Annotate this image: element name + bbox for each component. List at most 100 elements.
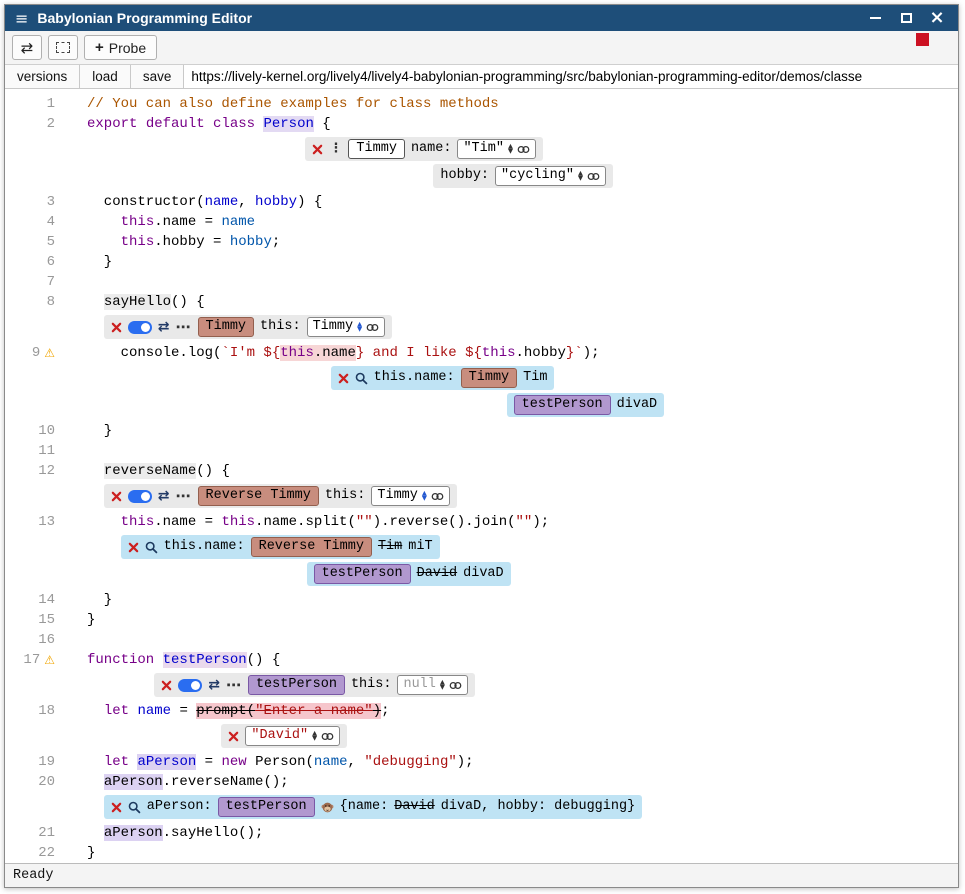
load-button[interactable]: load	[80, 65, 131, 88]
drag-handle-icon[interactable]: ⋮	[329, 139, 342, 159]
code-line[interactable]: this.name = this.name.split("").reverse(…	[65, 512, 958, 532]
close-button[interactable]: ×	[930, 11, 944, 26]
instance-widget[interactable]: ⇄⋯Timmythis:Timmy▲▼	[104, 315, 958, 339]
line-number[interactable]: 21	[38, 823, 55, 843]
stepper-icon[interactable]: ▲▼	[578, 171, 583, 182]
line-number[interactable]: 14	[38, 590, 55, 610]
code-line[interactable]: // You can also define examples for clas…	[65, 94, 958, 114]
code-line[interactable]: reverseName() {	[65, 461, 958, 481]
code-line[interactable]: export default class Person {	[65, 114, 958, 134]
link-icon[interactable]	[449, 681, 462, 690]
swap-connections-button[interactable]: ⇄	[12, 35, 42, 60]
example-badge[interactable]: Reverse Timmy	[198, 486, 319, 506]
code-line[interactable]: console.log(`I'm ${this.name} and I like…	[65, 343, 958, 363]
stepper-icon[interactable]: ▲▼	[440, 680, 445, 691]
link-icon[interactable]	[517, 145, 530, 154]
maximize-button[interactable]	[899, 11, 913, 26]
this-select[interactable]: null▲▼	[397, 675, 467, 695]
link-icon[interactable]	[321, 732, 334, 741]
link-icon[interactable]	[431, 492, 444, 501]
code-line[interactable]: sayHello() {	[65, 292, 958, 312]
line-number[interactable]: 18	[38, 701, 55, 721]
line-number[interactable]: 10	[38, 421, 55, 441]
titlebar[interactable]: ≡ Babylonian Programming Editor ×	[5, 5, 958, 31]
url-field[interactable]: https://lively-kernel.org/lively4/lively…	[184, 65, 958, 88]
line-number[interactable]: 12	[38, 461, 55, 481]
code-line[interactable]: ⇄⋯testPersonthis:null▲▼	[65, 670, 958, 701]
delete-icon[interactable]	[161, 680, 172, 691]
value-input[interactable]: "David"▲▼	[245, 726, 340, 746]
delete-icon[interactable]	[111, 491, 122, 502]
code-line[interactable]: ⇄⋯Reverse Timmythis:Timmy▲▼	[65, 481, 958, 512]
swap-icon[interactable]: ⇄	[158, 486, 170, 506]
code-line[interactable]: aPerson.sayHello();	[65, 823, 958, 843]
line-number[interactable]: 20	[38, 772, 55, 792]
code-line[interactable]: function testPerson() {	[65, 650, 958, 670]
code-line[interactable]: ⇄⋯Timmythis:Timmy▲▼	[65, 312, 958, 343]
example-badge[interactable]: testPerson	[314, 564, 411, 584]
probe-widget[interactable]: this.name:Reverse TimmyTimmiTtestPersonD…	[121, 535, 958, 586]
delete-icon[interactable]	[228, 731, 239, 742]
line-number[interactable]: 13	[38, 512, 55, 532]
link-icon[interactable]	[366, 323, 379, 332]
this-select[interactable]: Timmy▲▼	[371, 486, 450, 506]
example-badge[interactable]: testPerson	[248, 675, 345, 695]
example-badge[interactable]: testPerson	[514, 395, 611, 415]
code-line[interactable]: }	[65, 843, 958, 863]
code-line[interactable]: }	[65, 252, 958, 272]
replacement-widget[interactable]: "David"▲▼	[221, 724, 958, 748]
swap-icon[interactable]: ⇄	[208, 675, 220, 695]
code-line[interactable]: let name = prompt("Enter a name");	[65, 701, 958, 721]
versions-button[interactable]: versions	[5, 65, 80, 88]
toggle-on-icon[interactable]	[128, 321, 152, 334]
delete-icon[interactable]	[128, 542, 139, 553]
code-line[interactable]: this.name = name	[65, 212, 958, 232]
code-editor[interactable]: 1 // You can also define examples for cla…	[5, 89, 958, 863]
line-number[interactable]: 19	[38, 752, 55, 772]
code-line[interactable]: constructor(name, hobby) {	[65, 192, 958, 212]
line-number[interactable]: 8	[47, 292, 55, 312]
line-number[interactable]: 16	[38, 630, 55, 650]
probe-widget[interactable]: aPerson:testPerson{name:DaviddivaD, hobb…	[104, 795, 958, 819]
instance-widget[interactable]: ⇄⋯Reverse Timmythis:Timmy▲▼	[104, 484, 958, 508]
toggle-on-icon[interactable]	[128, 490, 152, 503]
line-number[interactable]: 7	[47, 272, 55, 292]
instance-widget[interactable]: ⇄⋯testPersonthis:null▲▼	[154, 673, 958, 697]
line-number[interactable]: 6	[47, 252, 55, 272]
code-line[interactable]	[65, 441, 958, 461]
line-number[interactable]: 2	[47, 114, 55, 134]
menu-icon[interactable]: ≡	[15, 9, 28, 28]
example-badge[interactable]: Timmy	[461, 368, 518, 388]
stepper-icon[interactable]: ▲▼	[312, 731, 317, 742]
delete-icon[interactable]	[111, 802, 122, 813]
delete-icon[interactable]	[111, 322, 122, 333]
add-probe-button[interactable]: + Probe	[84, 35, 157, 60]
code-line[interactable]: aPerson.reverseName();	[65, 772, 958, 792]
example-widget[interactable]: ⋮Timmyname:"Tim"▲▼hobby:"cycling"▲▼	[305, 137, 958, 188]
link-icon[interactable]	[587, 172, 600, 181]
code-line[interactable]: }	[65, 421, 958, 441]
line-number[interactable]: 4	[47, 212, 55, 232]
line-number[interactable]: 17	[23, 650, 40, 670]
line-number[interactable]: 1	[47, 94, 55, 114]
line-number[interactable]: 3	[47, 192, 55, 212]
line-number[interactable]: 11	[38, 441, 55, 461]
value-input[interactable]: "Tim"▲▼	[457, 139, 536, 159]
selection-tool-button[interactable]	[48, 35, 78, 60]
example-badge[interactable]: testPerson	[218, 797, 315, 817]
toggle-on-icon[interactable]	[178, 679, 202, 692]
this-select[interactable]: Timmy▲▼	[307, 317, 386, 337]
code-line[interactable]: }	[65, 590, 958, 610]
code-line[interactable]	[65, 272, 958, 292]
code-line[interactable]	[65, 630, 958, 650]
example-badge[interactable]: Timmy	[198, 317, 255, 337]
code-line[interactable]: ⋮Timmyname:"Tim"▲▼hobby:"cycling"▲▼	[65, 134, 958, 192]
more-options-icon[interactable]: ⋯	[226, 675, 242, 695]
probe-widget[interactable]: this.name:TimmyTimtestPersondivaD	[331, 366, 958, 417]
more-options-icon[interactable]: ⋯	[176, 486, 192, 506]
value-input[interactable]: "cycling"▲▼	[495, 166, 606, 186]
code-line[interactable]: this.hobby = hobby;	[65, 232, 958, 252]
line-number[interactable]: 5	[47, 232, 55, 252]
code-line[interactable]: this.name:TimmyTimtestPersondivaD	[65, 363, 958, 421]
code-line[interactable]: this.name:Reverse TimmyTimmiTtestPersonD…	[65, 532, 958, 590]
